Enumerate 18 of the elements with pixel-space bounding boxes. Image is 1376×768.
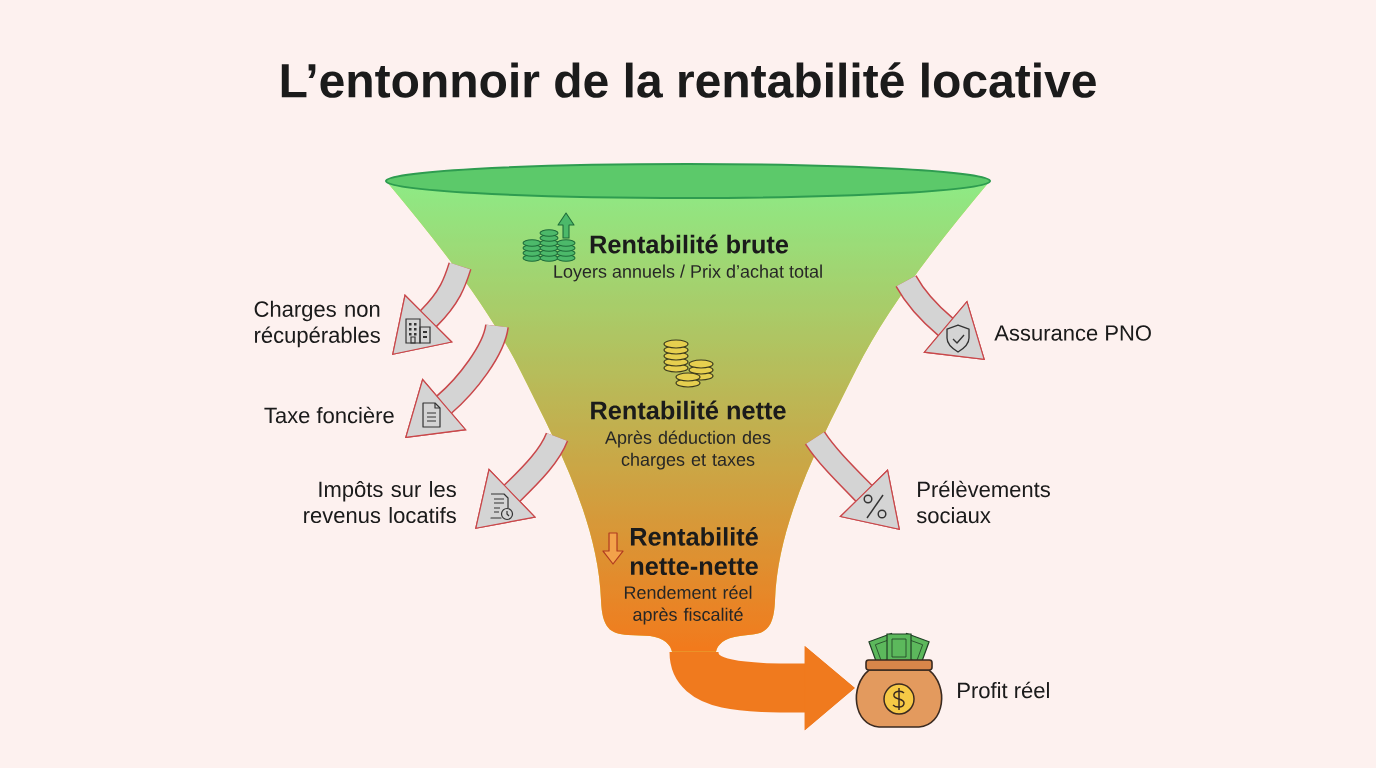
stage-subtitle: Après déduction des charges et taxes (605, 430, 771, 470)
arrow (805, 431, 900, 530)
arrow (475, 432, 568, 529)
label: Assurance PNO (994, 325, 1151, 341)
label: Taxe foncière (264, 406, 394, 424)
label: Prélèvements sociaux (916, 480, 1050, 524)
label: Impôts sur les revenus locatifs (304, 480, 456, 524)
label: Profit réel (958, 681, 1049, 699)
label: Charges non récupérables (254, 300, 380, 348)
arrow (405, 323, 509, 438)
arrow (895, 275, 985, 360)
arrow (392, 262, 472, 355)
stage-title: Rentabilité nette (591, 400, 786, 420)
title: L’entonnoir de la rentabilité locative (281, 62, 1096, 98)
stage-title: Rentabilité brute (590, 234, 789, 254)
stage-title: Rentabilité nette-nette (630, 526, 758, 576)
stage-subtitle: Loyers annuels / Prix d’achat total (554, 264, 822, 282)
stage-subtitle: Rendement réel après fiscalité (624, 585, 752, 625)
